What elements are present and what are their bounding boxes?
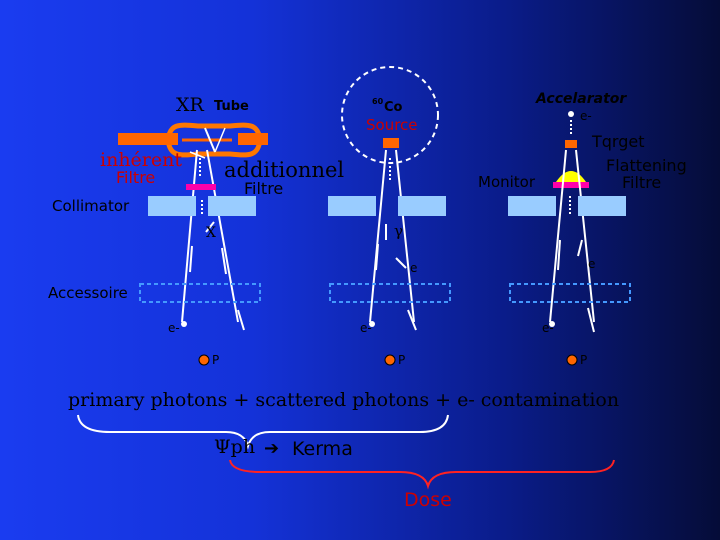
e-low-label-1: e-	[168, 321, 180, 335]
kerma-label: Kerma	[292, 438, 353, 460]
brace-red	[229, 459, 615, 490]
acc-electron	[549, 321, 555, 327]
electron-top-label: e-	[580, 109, 592, 123]
acc-flattening-filter	[553, 171, 589, 188]
acc-beam	[549, 149, 595, 323]
acc-target	[565, 140, 577, 148]
inherent-filtre-label: Filtre	[116, 168, 156, 187]
point-p-label-1: P	[212, 353, 220, 367]
xr-beam	[181, 149, 239, 323]
gamma-symbol: γ	[394, 222, 403, 240]
xr-tube-label-main: XR	[176, 94, 204, 116]
co-collimator	[328, 196, 446, 216]
co-point-p	[384, 354, 396, 366]
acc-accessory	[509, 283, 631, 303]
inherent-label: inhérent	[100, 149, 182, 171]
collimator-label: Collimator	[52, 197, 130, 215]
equation-text: primary photons + scattered photons + e-…	[68, 389, 620, 411]
co-superscript: 60	[372, 97, 384, 106]
acc-collimator	[508, 196, 626, 216]
xr-tube	[118, 122, 268, 159]
additionnel-label: additionnel	[224, 158, 345, 182]
psi-label: Ψph	[214, 436, 256, 458]
point-p-label-2: P	[398, 353, 406, 367]
acc-photon-arrows	[557, 120, 595, 333]
e-low-label-3: e-	[542, 321, 554, 335]
co-photon-arrows	[375, 158, 417, 331]
accessoire-label: Accessoire	[48, 284, 128, 302]
xr-filter	[186, 184, 216, 190]
co-electron	[369, 321, 375, 327]
co-source-circle	[341, 66, 439, 164]
accelerator-label: Accelarator	[536, 91, 627, 107]
co-beam	[369, 149, 415, 323]
e-low-label-2: e-	[360, 321, 372, 335]
xr-point-p	[198, 354, 210, 366]
acc-electron-dot	[568, 111, 574, 117]
dose-label: Dose	[404, 489, 452, 511]
co-accessory	[329, 283, 451, 303]
acc-point-p	[566, 354, 578, 366]
xr-accessory	[139, 283, 261, 303]
e-mid-co-label: e	[410, 261, 418, 275]
xr-electron	[181, 321, 187, 327]
brace-white	[77, 414, 449, 450]
e-mid-acc-label: e	[588, 257, 596, 271]
monitor-label: Monitor	[478, 173, 536, 191]
source-label: Source	[366, 116, 418, 134]
co-source	[383, 138, 399, 148]
target-label: Tqrget	[592, 132, 645, 151]
xr-collimator	[148, 196, 256, 216]
arrow-icon: ➔	[264, 438, 280, 459]
xr-photon-arrows	[189, 158, 245, 331]
xr-tube-label-sub: Tube	[214, 99, 249, 114]
flattening-label-1: Flattening	[606, 156, 687, 175]
flattening-label-2: Filtre	[622, 173, 662, 192]
point-p-label-3: P	[580, 353, 588, 367]
co-label: Co	[384, 100, 403, 115]
additionnel-filtre-label: Filtre	[244, 179, 284, 198]
x-symbol: X	[206, 225, 216, 241]
